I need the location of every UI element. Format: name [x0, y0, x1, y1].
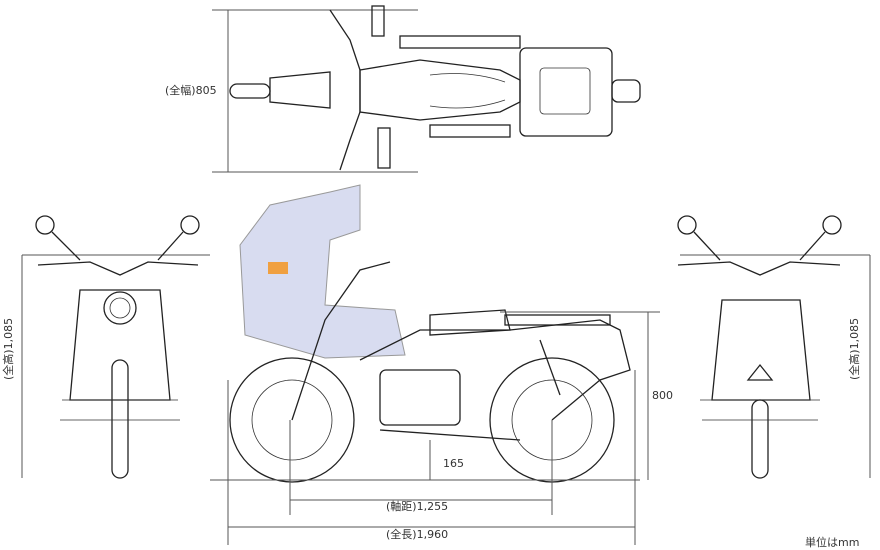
footrests-front: [60, 399, 180, 421]
front-rim: [251, 379, 333, 461]
front-wheel-side: [229, 357, 355, 483]
seat-detail: [429, 73, 506, 109]
body-front: [69, 289, 171, 401]
overall-height-front-label: (全高)1,085: [1, 318, 15, 380]
rear-shock-side: [539, 339, 561, 396]
wheelbase-label: (軸距)1,255: [386, 499, 448, 513]
left-mirror-top: [371, 5, 385, 37]
footrests-rear: [700, 399, 820, 421]
right-mirror-rear: [822, 215, 842, 235]
engine-side: [379, 369, 461, 426]
fork-top: [269, 71, 331, 109]
handlebar-top: [329, 9, 361, 171]
right-mirror-front: [180, 215, 200, 235]
overall-height-rear-label: (全高)1,085: [847, 318, 861, 380]
rear-rack-side: [504, 314, 611, 326]
handlebar-front: [37, 261, 199, 276]
headlight-front: [103, 291, 137, 325]
jerrycan-top: [519, 47, 613, 137]
rear-tire-top: [611, 79, 641, 103]
side-view: 800 165 (軸距)1,255 (全長)1,960: [210, 184, 673, 545]
exhaust-side: [379, 429, 521, 441]
tank-seat-top: [359, 59, 521, 121]
left-mirror-rear: [677, 215, 697, 235]
rear-tire-rear: [751, 399, 769, 479]
right-grip-top: [377, 127, 391, 169]
unit-note: 単位はmm: [805, 535, 859, 549]
front-fairing: [239, 184, 406, 359]
handlebar-rear: [677, 261, 841, 276]
front-view: (全高)1,085: [1, 215, 210, 479]
mirror-stems-rear: [693, 231, 826, 261]
ground-clearance-label: 165: [443, 457, 464, 470]
top-view: (全幅)805: [165, 5, 641, 173]
headlight-inner: [109, 297, 131, 319]
front-fork-side: [291, 261, 391, 421]
reflector-rear: [746, 363, 774, 381]
overall-width-label: (全幅)805: [165, 83, 217, 97]
front-tire-top: [229, 83, 271, 99]
front-tire-front: [111, 359, 129, 479]
seat-side: [429, 309, 511, 336]
rack-top: [399, 35, 521, 49]
body-rear: [711, 299, 811, 401]
seat-height-label: 800: [652, 389, 673, 402]
rear-view: (全高)1,085: [677, 215, 871, 479]
jerrycan-detail: [539, 67, 591, 115]
footrest-top: [429, 124, 511, 138]
turn-indicator: [268, 262, 288, 274]
left-mirror-front: [35, 215, 55, 235]
mirror-stems-front: [51, 231, 184, 261]
overall-length-label: (全長)1,960: [386, 527, 448, 541]
